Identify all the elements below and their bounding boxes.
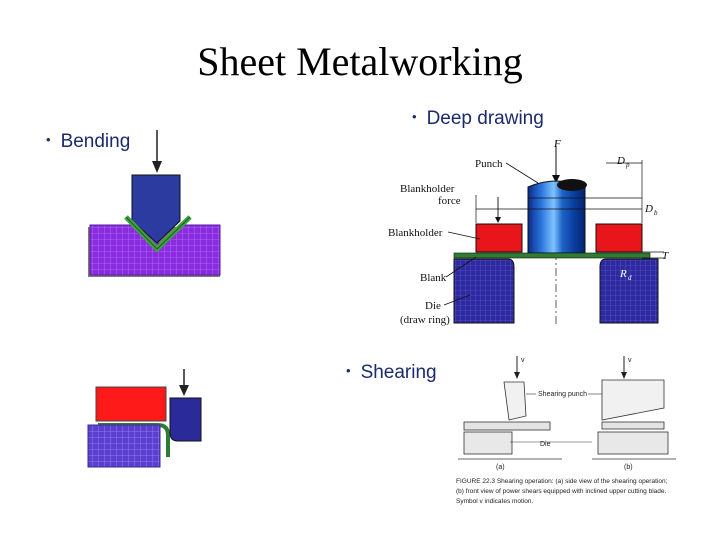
blankholder-label: Blankholder — [388, 227, 443, 239]
blank — [453, 252, 651, 259]
punch-leader — [505, 162, 539, 184]
shearing-punch-label: Shearing punch — [538, 391, 587, 398]
v-bending-diagram — [88, 130, 221, 277]
punch — [527, 180, 586, 254]
punch-side — [503, 381, 527, 421]
die-side — [463, 431, 513, 455]
bent-sheet-edge — [125, 216, 191, 250]
blankholder-force-label-2: force — [438, 195, 461, 207]
punch-top — [557, 179, 587, 191]
blankholder-right — [595, 223, 643, 253]
bullet-deep-drawing-label: Deep drawing — [426, 108, 544, 129]
sheet-side — [463, 421, 551, 431]
edge-die — [87, 424, 161, 468]
db-label: D — [644, 203, 653, 215]
blankholder-force-arrowhead — [495, 217, 501, 223]
die-label-1: Die — [425, 300, 441, 312]
force-arrow-head — [152, 161, 162, 173]
bullet-dot: • — [46, 132, 51, 147]
punch-label: Punch — [475, 158, 503, 170]
bullet-dot: • — [412, 109, 417, 124]
v-label-a: v — [521, 357, 525, 364]
blankholder-left — [475, 223, 523, 253]
edge-punch — [169, 397, 202, 442]
die-right — [599, 258, 659, 324]
punch-front — [601, 379, 665, 421]
dp-label: D — [616, 155, 625, 167]
thickness-label: T — [662, 250, 669, 262]
die-front — [597, 431, 669, 455]
die-label-2: (draw ring) — [400, 314, 450, 326]
edge-bending-diagram — [87, 369, 202, 468]
force-arrow-head-2 — [179, 385, 189, 396]
caption-line-1: FIGURE 22.3 Shearing operation: (a) side… — [456, 478, 668, 485]
view-a-label: (a) — [496, 464, 505, 471]
caption-line-2: (b) front view of power shears equipped … — [456, 488, 666, 495]
dp-subscript: p — [625, 161, 630, 169]
caption-line-3: Symbol v indicates motion. — [456, 498, 534, 505]
v-punch — [131, 174, 181, 244]
bullet-dot: • — [346, 363, 351, 378]
die-leader — [443, 294, 471, 306]
bullet-deep-drawing: • Deep drawing — [412, 108, 544, 130]
sheet-front — [601, 421, 665, 430]
bullet-bending: • Bending — [46, 131, 130, 153]
blankholder-force-label-1: Blankholder — [400, 183, 455, 195]
slide-title: Sheet Metalworking — [197, 39, 523, 84]
force-label: F — [553, 138, 561, 150]
rd-subscript: d — [628, 274, 632, 282]
v-arrow-b-head — [621, 372, 627, 379]
die-label-shear: Die — [540, 441, 551, 448]
v-label-b: v — [628, 357, 632, 364]
bullet-shearing: • Shearing — [346, 362, 437, 384]
rd-label: R — [619, 268, 627, 280]
pad-red — [95, 386, 167, 422]
blank-leader — [445, 256, 477, 278]
shearing-diagram: v Die (a) v Shearing punch (b) FIGURE 22… — [456, 356, 676, 505]
force-arrow — [552, 175, 560, 183]
blankholder-leader — [447, 231, 481, 240]
db-subscript: b — [654, 209, 658, 217]
die-left — [453, 258, 515, 324]
deep-drawing-diagram: F D p D b T R d Punch Blankholder force … — [388, 138, 669, 326]
bullet-bending-label: Bending — [60, 131, 131, 152]
blank-label: Blank — [420, 272, 447, 284]
view-b-label: (b) — [624, 464, 633, 471]
v-arrow-a-head — [514, 372, 520, 379]
bullet-shearing-label: Shearing — [360, 362, 437, 383]
